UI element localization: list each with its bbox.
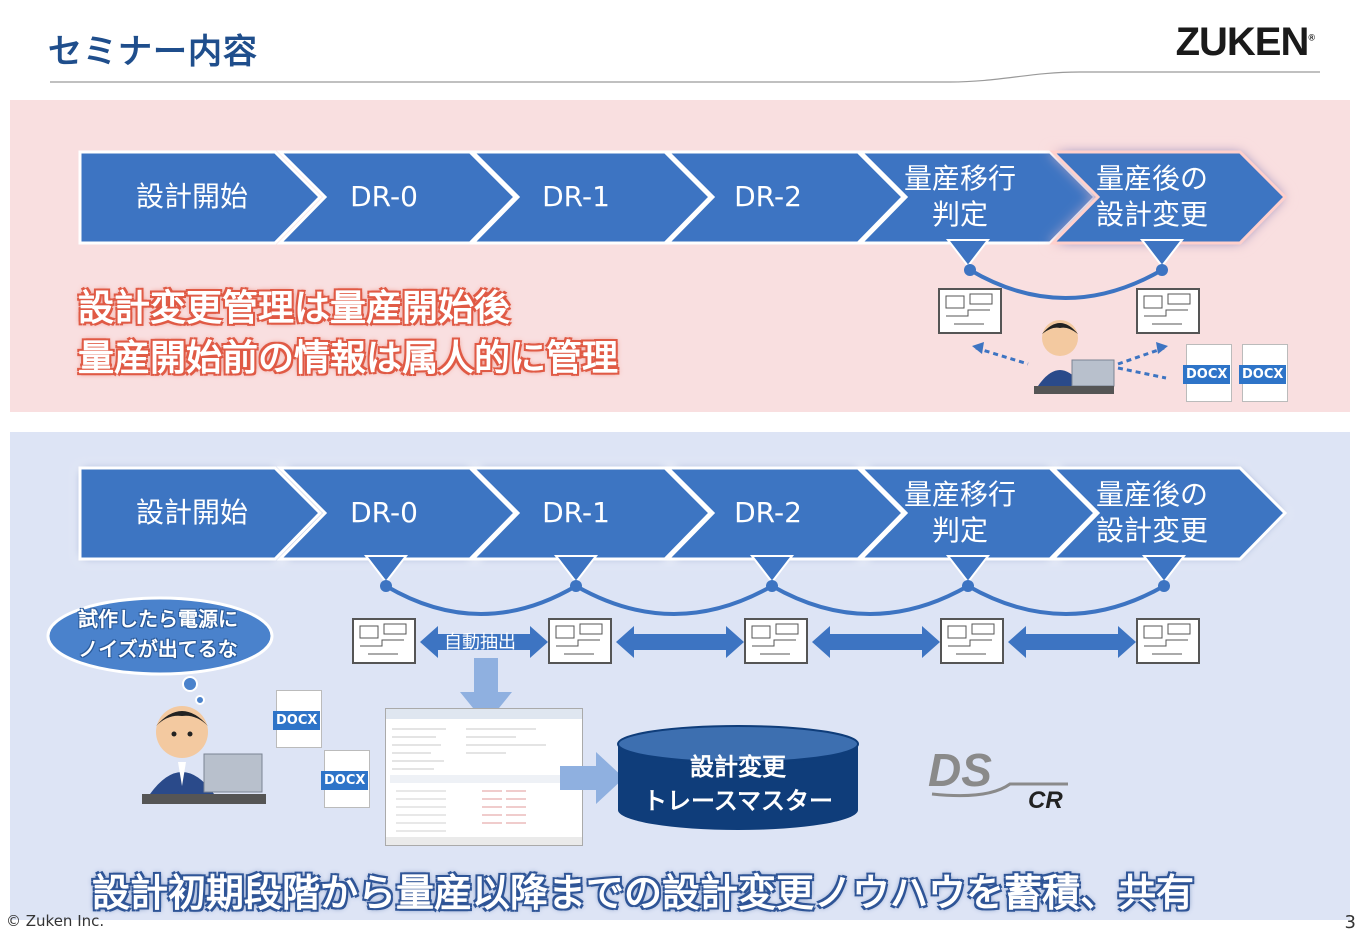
docx-file-icon: DOCX: [273, 690, 322, 748]
registered-mark: ®: [1308, 32, 1315, 43]
stage-arrow: [857, 150, 1098, 245]
stage-arrows-top: [78, 150, 1288, 245]
stage-label: 量産後の 設計変更: [1095, 478, 1209, 547]
database-icon: [617, 725, 859, 830]
stage-arrow-highlighted: [1049, 150, 1288, 245]
logo-text: ZUKEN: [1175, 20, 1310, 64]
stage-arrow: [276, 466, 518, 561]
docx-label: DOCX: [321, 771, 369, 790]
problem-line-2: 量産開始前の情報は属人的に管理: [78, 338, 619, 379]
database-label: 設計変更 トレースマスター: [618, 750, 858, 818]
docx-file-icon: DOCX: [321, 750, 370, 808]
schematic-icon: [1136, 288, 1200, 334]
down-arrow-icon: [460, 658, 512, 724]
ds-logo-text: DS: [928, 744, 992, 796]
docx-label: DOCX: [1183, 365, 1231, 384]
schematic-icon: [744, 618, 808, 664]
window-content-graphic: [386, 709, 582, 845]
schematic-icon: [938, 288, 1002, 334]
thought-line: 試作したら電源に: [78, 607, 238, 631]
stage-arrow: [469, 150, 713, 245]
cr-logo-text: CR: [1028, 787, 1063, 812]
docx-label: DOCX: [1239, 365, 1287, 384]
schematic-icon: [548, 618, 612, 664]
stage-label: DR-2: [734, 180, 802, 213]
conclusion-text: 設計初期段階から量産以降までの設計変更ノウハウを蓄積、共有: [92, 871, 1195, 915]
auto-extract-label: 自動抽出: [444, 632, 516, 653]
thought-bubble-text: 試作したら電源に ノイズが出てるな: [58, 604, 258, 664]
stage-arrow: [1049, 466, 1288, 561]
schematic-icon: [940, 618, 1004, 664]
docx-label: DOCX: [273, 711, 321, 730]
stage-arrow: [78, 150, 323, 245]
person-at-laptop-icon: [972, 320, 1168, 394]
stage-arrow: [78, 466, 323, 561]
stage-label: 量産後の 設計変更: [1095, 162, 1209, 231]
thought-line: ノイズが出てるな: [78, 637, 238, 661]
stage-arrow: [664, 150, 906, 245]
person-at-laptop-icon: [142, 706, 266, 804]
stage-label: DR-2: [734, 496, 802, 529]
thought-bubble-icon: [46, 596, 274, 705]
schematic-icon: [1136, 618, 1200, 664]
schematic-icon: [352, 618, 416, 664]
stage-arrow: [469, 466, 713, 561]
stage-arrow: [857, 466, 1098, 561]
database-label-line: トレースマスター: [642, 787, 834, 815]
database-label-line: 設計変更: [690, 753, 786, 781]
stage-flow-top: [78, 150, 1288, 245]
right-arrow-icon: [560, 752, 624, 804]
stage-label: 量産移行 判定: [903, 162, 1017, 231]
docx-file-icon: DOCX: [1183, 344, 1232, 402]
stage-arrow: [664, 466, 906, 561]
page-title: セミナー内容: [48, 32, 258, 72]
ds-cr-logo: DS CR: [928, 744, 1068, 812]
problem-line-1: 設計変更管理は量産開始後: [78, 288, 511, 329]
zuken-logo: ZUKEN®: [1175, 20, 1315, 65]
software-window-thumbnail: [385, 708, 583, 846]
stage-label: DR-1: [542, 496, 610, 529]
stage-label: DR-1: [542, 180, 610, 213]
stage-flow-bottom: [78, 466, 1288, 561]
stage-label: DR-0: [350, 180, 418, 213]
stage-label: 設計開始: [135, 180, 249, 213]
page-number: 3: [1344, 912, 1356, 933]
copyright: © Zuken Inc.: [6, 912, 105, 930]
stage-label: DR-0: [350, 496, 418, 529]
stage-label: 設計開始: [135, 496, 249, 529]
stage-arrow: [276, 150, 518, 245]
stage-label: 量産移行 判定: [903, 478, 1017, 547]
top-connector: [945, 239, 1185, 300]
header-rule: [50, 71, 1320, 83]
docx-file-icon: DOCX: [1239, 344, 1288, 402]
bottom-connectors: [363, 555, 1187, 658]
